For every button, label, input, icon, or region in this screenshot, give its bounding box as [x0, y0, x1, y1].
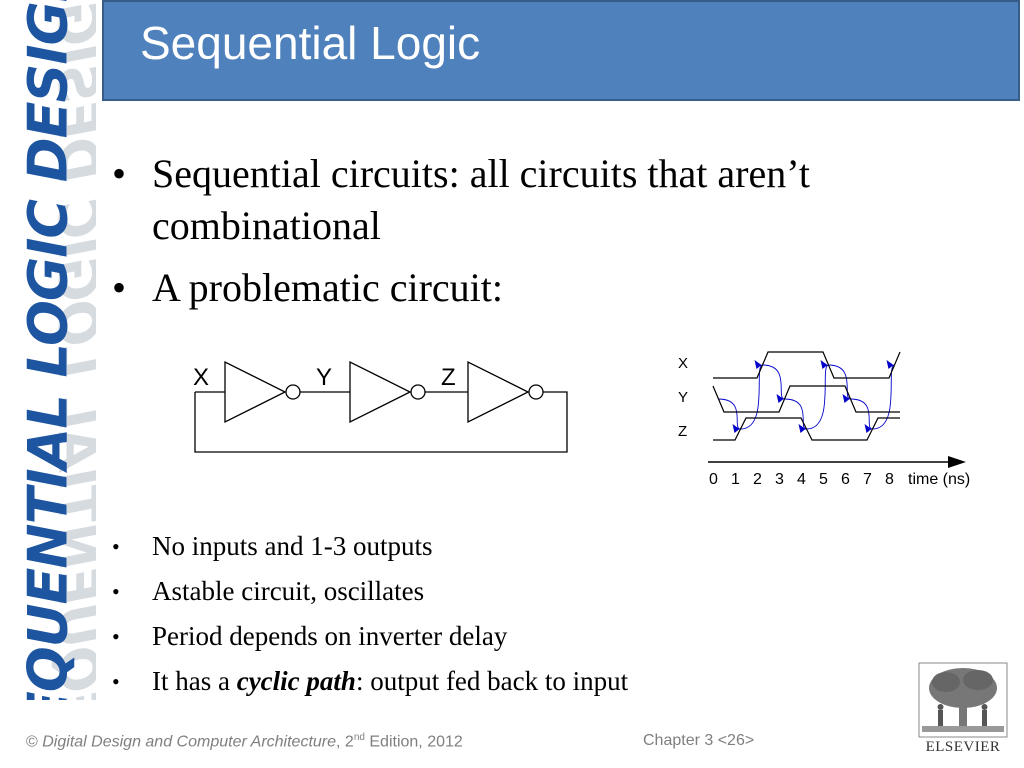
- bullet-text: Sequential circuits: all circuits that a…: [152, 151, 810, 248]
- time-tick-label: 4: [797, 471, 806, 488]
- time-tick-label: 2: [753, 471, 762, 488]
- wave-label-z: Z: [678, 423, 687, 440]
- ring-oscillator-circuit: X Y Z: [193, 360, 568, 453]
- edition-suffix: nd: [353, 732, 365, 743]
- edition-number: , 2: [336, 733, 354, 751]
- sub-bullet-item: • It has a cyclic path: output fed back …: [112, 659, 872, 704]
- bullet-dot: •: [112, 579, 120, 604]
- causality-arrowhead: [820, 360, 828, 369]
- time-tick-label: 7: [863, 471, 872, 488]
- sub-bullet-text: No inputs and 1-3 outputs: [152, 531, 433, 561]
- causality-curve: [850, 398, 873, 430]
- wave-label-x: X: [678, 355, 688, 372]
- tree-icon: [918, 662, 1008, 738]
- causality-curve: [762, 364, 785, 400]
- time-tick-label: 8: [885, 471, 894, 488]
- sub-bullet-text: Period depends on inverter delay: [152, 621, 508, 651]
- time-tick-label: 0: [709, 471, 718, 488]
- title-bar: Sequential Logic: [102, 0, 1020, 101]
- bullet-dot: •: [112, 151, 127, 196]
- circuit-label-z: Z: [441, 364, 456, 391]
- causality-arrowhead: [776, 394, 784, 403]
- feedback-wire: [194, 391, 568, 453]
- chapter-page-number: Chapter 3 <26>: [643, 732, 755, 749]
- main-bullets: • Sequential circuits: all circuits that…: [112, 148, 932, 324]
- causality-curve: [806, 364, 829, 430]
- sub-bullet-item: • Period depends on inverter delay: [112, 614, 872, 659]
- waveform-y: [712, 385, 900, 413]
- bullet-item: • A problematic circuit:: [112, 262, 932, 314]
- elsevier-logo: ELSEVIER: [918, 662, 1008, 762]
- causality-curve: [784, 398, 807, 430]
- sub-bullets: • No inputs and 1-3 outputs • Astable ci…: [112, 524, 872, 704]
- inverter-1-bubble: [285, 384, 301, 400]
- causality-curve: [740, 364, 763, 430]
- footer-citation: © Digital Design and Computer Architectu…: [26, 732, 463, 751]
- sub-bullet-emphasis: cyclic path: [236, 666, 356, 696]
- sub-bullet-item: • No inputs and 1-3 outputs: [112, 524, 872, 569]
- side-banner-text: SEQUENTIAL LOGIC DESIGN: [16, 0, 80, 700]
- edition-year: Edition, 2012: [364, 733, 463, 751]
- circuit-label-x: X: [193, 364, 209, 391]
- bullet-dot: •: [112, 624, 120, 649]
- causality-arrowhead: [754, 360, 762, 369]
- inverter-1: [224, 360, 287, 424]
- time-tick-label: 1: [731, 471, 740, 488]
- causality-arrowhead: [732, 424, 740, 433]
- sub-bullet-text-suffix: : output fed back to input: [355, 666, 629, 696]
- sub-bullet-item: • Astable circuit, oscillates: [112, 569, 872, 614]
- causality-curve: [872, 364, 895, 430]
- sub-bullet-text-prefix: It has a: [152, 666, 237, 696]
- sub-bullet-text: Astable circuit, oscillates: [152, 576, 425, 606]
- bullet-dot: •: [112, 669, 120, 694]
- bullet-text: A problematic circuit:: [152, 265, 503, 310]
- bullet-item: • Sequential circuits: all circuits that…: [112, 148, 932, 252]
- time-tick-label: 5: [819, 471, 828, 488]
- time-tick-label: 6: [841, 471, 850, 488]
- inverter-2-bubble: [410, 384, 426, 400]
- inverter-3-bubble: [528, 384, 544, 400]
- time-axis-arrowhead: [948, 456, 966, 468]
- bullet-dot: •: [112, 265, 127, 310]
- causality-arrowhead: [886, 360, 894, 369]
- causality-arrowhead: [864, 424, 872, 433]
- time-axis-label: time (ns): [908, 471, 970, 488]
- causality-arrowhead: [798, 424, 806, 433]
- inverter-2: [349, 360, 412, 424]
- book-title: Digital Design and Computer Architecture: [42, 733, 337, 751]
- inverter-3: [467, 360, 530, 424]
- waveform-x: [713, 351, 901, 379]
- causality-curve: [718, 398, 741, 430]
- side-banner: SEQUENTIAL LOGIC DESIGN SEQUENTIAL LOGIC…: [0, 0, 97, 700]
- wave-label-y: Y: [678, 389, 688, 406]
- causality-curve: [828, 364, 851, 400]
- copyright-symbol: ©: [26, 733, 38, 751]
- waveform-z: [713, 417, 900, 441]
- time-tick-label: 3: [775, 471, 784, 488]
- causality-arrowhead: [842, 394, 850, 403]
- elsevier-logo-text: ELSEVIER: [925, 739, 1001, 755]
- circuit-label-y: Y: [316, 364, 332, 391]
- slide-title: Sequential Logic: [140, 17, 481, 69]
- bullet-dot: •: [112, 534, 120, 559]
